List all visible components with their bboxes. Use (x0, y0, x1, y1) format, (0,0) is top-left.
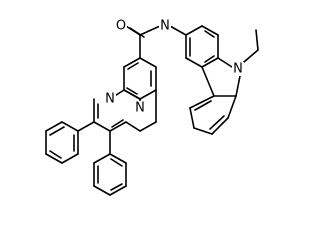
molecule-structure: O N N N N (45, 19, 259, 196)
carbazole-nitrogen-label: N (233, 62, 243, 77)
molecule-diagram: O N N N N (45, 18, 259, 196)
carbazole-ring-a (185, 25, 219, 68)
carbazole-nitrogen-atom: N (232, 62, 244, 77)
phenyl-ring-c3 (93, 130, 127, 196)
quinoxaline-n4-atom: N (134, 101, 146, 116)
carboxamide-group (125, 25, 187, 59)
quinoxaline-pyrazine-ring (93, 89, 157, 132)
n-ethyl-group (243, 29, 259, 63)
amide-oxygen-label: O (116, 19, 126, 34)
amide-nitrogen-label: N (160, 19, 170, 34)
amide-oxygen-atom: O (115, 19, 127, 34)
phenyl-ring-c2 (45, 121, 95, 164)
amide-nitrogen-atom: N (159, 19, 171, 34)
quinoxaline-n4-label: N (135, 101, 145, 116)
quinoxaline-n1-label: N (105, 92, 115, 107)
carbazole-pyrrole-ring (201, 57, 241, 97)
quinoxaline-n1-atom: N (104, 92, 116, 107)
carbazole-ring-c (189, 95, 237, 135)
